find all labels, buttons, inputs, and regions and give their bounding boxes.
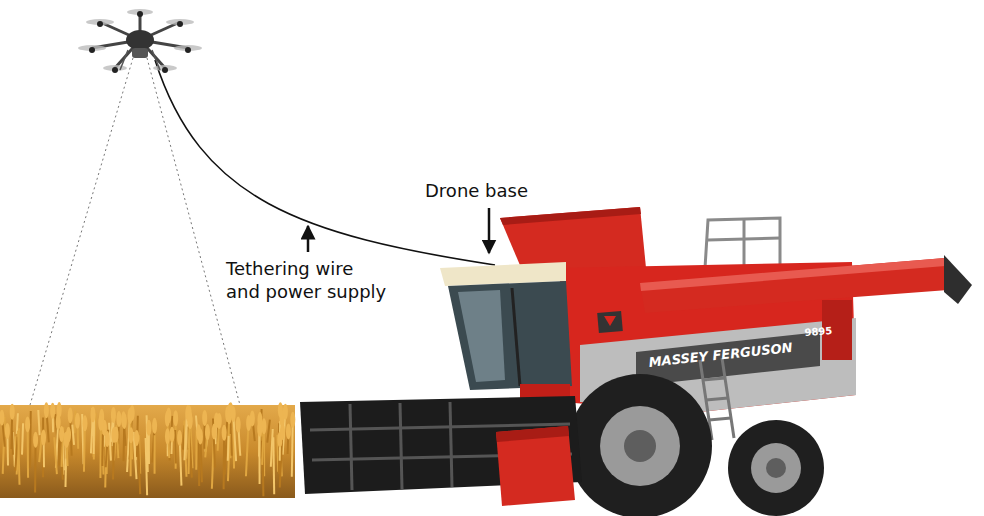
leader-arrow <box>488 208 491 253</box>
wheat-ear <box>177 430 182 446</box>
wheat-ear <box>130 405 135 421</box>
wheat-ear <box>75 413 80 429</box>
wheat-stalk <box>42 418 44 478</box>
tether-wire <box>155 60 495 265</box>
brand-text: MASSEY FERGUSON <box>648 340 793 372</box>
wheat-ear <box>98 415 103 431</box>
wheat-stalk <box>15 437 17 471</box>
wheat-ear <box>134 430 139 446</box>
wheat-ear <box>112 427 117 443</box>
wheat-ear <box>44 402 49 418</box>
wheat-ear <box>59 426 64 442</box>
wheat-ear <box>222 425 227 441</box>
wheat-stalk <box>38 410 39 435</box>
wheat-stalk <box>138 437 140 495</box>
wheat-ear <box>68 407 73 423</box>
wheat-ear <box>231 406 236 422</box>
wheat-ear <box>111 407 116 423</box>
wheat-ear <box>257 421 262 437</box>
wheat-ear <box>41 430 46 446</box>
wheat-ear <box>5 423 10 439</box>
wheat-stalk <box>227 436 230 461</box>
wheat-stalk <box>228 434 230 481</box>
wheat-stalk <box>72 425 74 445</box>
wheat-stalk <box>18 431 19 485</box>
wheat-ear <box>290 412 295 428</box>
wheat-ear <box>90 406 95 422</box>
wheat-ear <box>165 411 170 427</box>
wheat-stalk <box>271 429 273 467</box>
wheat-ear <box>169 427 174 443</box>
wheat-ear <box>121 411 126 427</box>
wheat-ear <box>202 410 207 426</box>
wheat-ear <box>212 424 217 440</box>
wheat-ear <box>187 411 192 427</box>
wheat-stalk <box>130 417 132 476</box>
wheat-ear <box>10 404 15 420</box>
leader-arrow <box>307 226 310 252</box>
wheat-ear <box>246 415 251 431</box>
wheat-ear <box>64 432 69 448</box>
wheat-ear <box>217 413 222 429</box>
model-number: 9895 <box>804 324 833 339</box>
wheat-ear <box>236 417 241 433</box>
wheat-ear <box>278 402 283 418</box>
wheat-ear <box>165 428 170 444</box>
wheat-ear <box>82 415 87 431</box>
wheat-stalk <box>267 420 270 443</box>
combine-harvester <box>300 207 972 516</box>
wheat-stalk <box>272 437 275 494</box>
view-line <box>30 58 133 405</box>
wheat-ear <box>116 411 121 427</box>
wheat-ear <box>105 431 110 447</box>
wheat-ear <box>280 424 285 440</box>
wheat-ear <box>286 423 291 439</box>
wheat-ear <box>173 410 178 426</box>
wheat-ear <box>129 427 134 443</box>
wheat-ear <box>25 416 30 432</box>
wheat-stalks <box>0 402 295 496</box>
wheat-field <box>0 405 295 498</box>
wheat-ear <box>33 432 38 448</box>
wheat-ear <box>146 420 151 436</box>
wheat-ear <box>152 418 157 434</box>
drone <box>78 9 202 73</box>
part-label: Drone base <box>425 179 528 202</box>
wheat-stalk <box>22 423 23 454</box>
wheat-ear <box>205 424 210 440</box>
wheat-stalk <box>154 435 156 474</box>
wheat-stalk <box>174 430 177 463</box>
wheat-stalk <box>262 429 263 465</box>
view-line <box>147 58 240 405</box>
wheat-stalk <box>54 437 57 474</box>
wheat-ear <box>56 414 61 430</box>
wheat-stalk <box>101 434 104 466</box>
wheat-ear <box>0 410 4 426</box>
part-label: Tethering wire and power supply <box>226 257 392 304</box>
wheat-ear <box>283 404 288 420</box>
wheat-ear <box>50 403 55 419</box>
wheat-ear <box>196 424 201 440</box>
